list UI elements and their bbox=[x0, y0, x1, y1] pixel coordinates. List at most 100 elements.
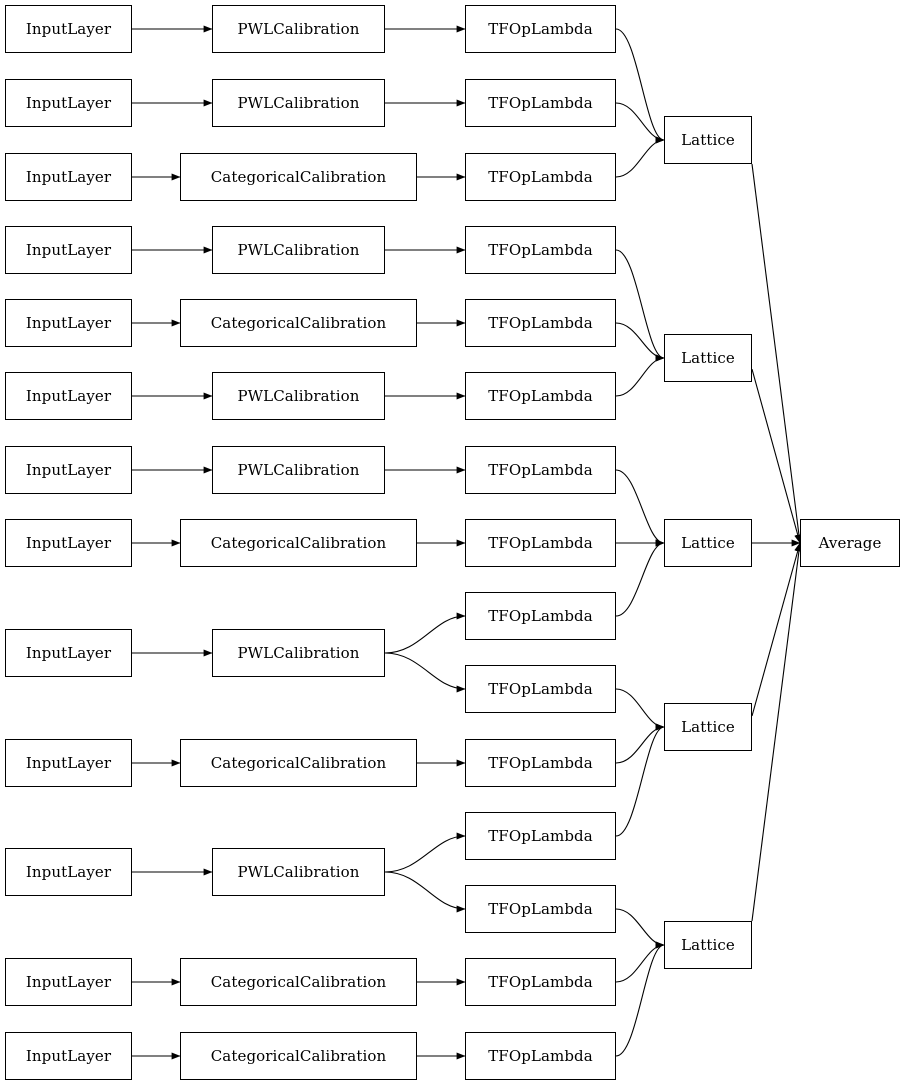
edge-op13-to-lat5 bbox=[615, 908, 665, 949]
node-op12[interactable]: TFOpLambda bbox=[465, 812, 616, 860]
node-op2[interactable]: TFOpLambda bbox=[465, 79, 616, 127]
node-op11[interactable]: TFOpLambda bbox=[465, 739, 616, 787]
node-in3[interactable]: InputLayer bbox=[5, 153, 132, 201]
node-label: InputLayer bbox=[25, 972, 112, 991]
edge-lat2-to-avg bbox=[751, 368, 802, 544]
node-label: InputLayer bbox=[25, 240, 112, 259]
node-label: TFOpLambda bbox=[488, 313, 593, 332]
node-label: PWLCalibration bbox=[237, 93, 360, 112]
node-in4[interactable]: InputLayer bbox=[5, 226, 132, 274]
node-label: PWLCalibration bbox=[237, 862, 360, 881]
node-cal6[interactable]: PWLCalibration bbox=[212, 372, 385, 420]
node-label: TFOpLambda bbox=[488, 679, 593, 698]
node-label: CategoricalCalibration bbox=[210, 167, 387, 186]
node-op14[interactable]: TFOpLambda bbox=[465, 958, 616, 1006]
node-label: InputLayer bbox=[25, 643, 112, 662]
node-label: TFOpLambda bbox=[488, 240, 593, 259]
edge-op6-to-lat2 bbox=[615, 354, 665, 397]
node-op5[interactable]: TFOpLambda bbox=[465, 299, 616, 347]
node-label: PWLCalibration bbox=[237, 460, 360, 479]
edge-cal11-to-op12 bbox=[384, 832, 466, 873]
node-op9[interactable]: TFOpLambda bbox=[465, 592, 616, 640]
node-cal4[interactable]: PWLCalibration bbox=[212, 226, 385, 274]
node-label: InputLayer bbox=[25, 19, 112, 38]
node-label: InputLayer bbox=[25, 753, 112, 772]
node-lat5[interactable]: Lattice bbox=[664, 921, 752, 969]
node-cal12[interactable]: CategoricalCalibration bbox=[180, 958, 417, 1006]
edge-op15-to-lat5 bbox=[615, 941, 665, 1057]
node-cal13[interactable]: CategoricalCalibration bbox=[180, 1032, 417, 1080]
node-in7[interactable]: InputLayer bbox=[5, 446, 132, 494]
edge-op2-to-lat1 bbox=[615, 102, 665, 144]
node-op4[interactable]: TFOpLambda bbox=[465, 226, 616, 274]
node-label: InputLayer bbox=[25, 533, 112, 552]
node-label: CategoricalCalibration bbox=[210, 1046, 387, 1065]
node-label: Average bbox=[818, 533, 882, 552]
node-label: TFOpLambda bbox=[488, 460, 593, 479]
node-label: PWLCalibration bbox=[237, 19, 360, 38]
node-cal11[interactable]: PWLCalibration bbox=[212, 848, 385, 896]
node-label: CategoricalCalibration bbox=[210, 313, 387, 332]
node-label: Lattice bbox=[681, 533, 735, 552]
node-label: InputLayer bbox=[25, 460, 112, 479]
node-cal8[interactable]: CategoricalCalibration bbox=[180, 519, 417, 567]
node-cal1[interactable]: PWLCalibration bbox=[212, 5, 385, 53]
node-op3[interactable]: TFOpLambda bbox=[465, 153, 616, 201]
node-op10[interactable]: TFOpLambda bbox=[465, 665, 616, 713]
edge-lat4-to-avg bbox=[751, 542, 802, 717]
node-lat3[interactable]: Lattice bbox=[664, 519, 752, 567]
node-op15[interactable]: TFOpLambda bbox=[465, 1032, 616, 1080]
node-lat1[interactable]: Lattice bbox=[664, 116, 752, 164]
node-cal3[interactable]: CategoricalCalibration bbox=[180, 153, 417, 201]
node-avg[interactable]: Average bbox=[800, 519, 900, 567]
node-in2[interactable]: InputLayer bbox=[5, 79, 132, 127]
edge-op7-to-lat3 bbox=[615, 469, 665, 547]
edge-cal9-to-op10 bbox=[384, 652, 466, 693]
node-label: PWLCalibration bbox=[237, 643, 360, 662]
node-label: InputLayer bbox=[25, 1046, 112, 1065]
node-label: TFOpLambda bbox=[488, 606, 593, 625]
node-cal10[interactable]: CategoricalCalibration bbox=[180, 739, 417, 787]
node-lat4[interactable]: Lattice bbox=[664, 703, 752, 751]
node-label: TFOpLambda bbox=[488, 972, 593, 991]
node-op1[interactable]: TFOpLambda bbox=[465, 5, 616, 53]
node-op7[interactable]: TFOpLambda bbox=[465, 446, 616, 494]
node-label: TFOpLambda bbox=[488, 753, 593, 772]
node-label: InputLayer bbox=[25, 313, 112, 332]
edge-op5-to-lat2 bbox=[615, 322, 665, 362]
node-cal9[interactable]: PWLCalibration bbox=[212, 629, 385, 677]
node-op8[interactable]: TFOpLambda bbox=[465, 519, 616, 567]
node-label: InputLayer bbox=[25, 167, 112, 186]
node-label: TFOpLambda bbox=[488, 1046, 593, 1065]
node-label: Lattice bbox=[681, 717, 735, 736]
edge-lat5-to-avg bbox=[751, 542, 803, 922]
edge-op14-to-lat5 bbox=[615, 941, 665, 983]
node-cal7[interactable]: PWLCalibration bbox=[212, 446, 385, 494]
node-in9[interactable]: InputLayer bbox=[5, 629, 132, 677]
node-in8[interactable]: InputLayer bbox=[5, 519, 132, 567]
node-label: CategoricalCalibration bbox=[210, 533, 387, 552]
node-in6[interactable]: InputLayer bbox=[5, 372, 132, 420]
node-label: PWLCalibration bbox=[237, 240, 360, 259]
node-label: PWLCalibration bbox=[237, 386, 360, 405]
node-label: TFOpLambda bbox=[488, 386, 593, 405]
node-cal2[interactable]: PWLCalibration bbox=[212, 79, 385, 127]
node-in12[interactable]: InputLayer bbox=[5, 958, 132, 1006]
node-in13[interactable]: InputLayer bbox=[5, 1032, 132, 1080]
node-label: TFOpLambda bbox=[488, 93, 593, 112]
edge-cal9-to-op9 bbox=[384, 612, 466, 654]
node-in5[interactable]: InputLayer bbox=[5, 299, 132, 347]
node-label: InputLayer bbox=[25, 386, 112, 405]
node-in10[interactable]: InputLayer bbox=[5, 739, 132, 787]
node-label: TFOpLambda bbox=[488, 899, 593, 918]
edge-lat1-to-avg bbox=[751, 163, 803, 544]
node-cal5[interactable]: CategoricalCalibration bbox=[180, 299, 417, 347]
node-in1[interactable]: InputLayer bbox=[5, 5, 132, 53]
node-in11[interactable]: InputLayer bbox=[5, 848, 132, 896]
node-op6[interactable]: TFOpLambda bbox=[465, 372, 616, 420]
edge-op3-to-lat1 bbox=[615, 136, 665, 178]
node-op13[interactable]: TFOpLambda bbox=[465, 885, 616, 933]
node-lat2[interactable]: Lattice bbox=[664, 334, 752, 382]
